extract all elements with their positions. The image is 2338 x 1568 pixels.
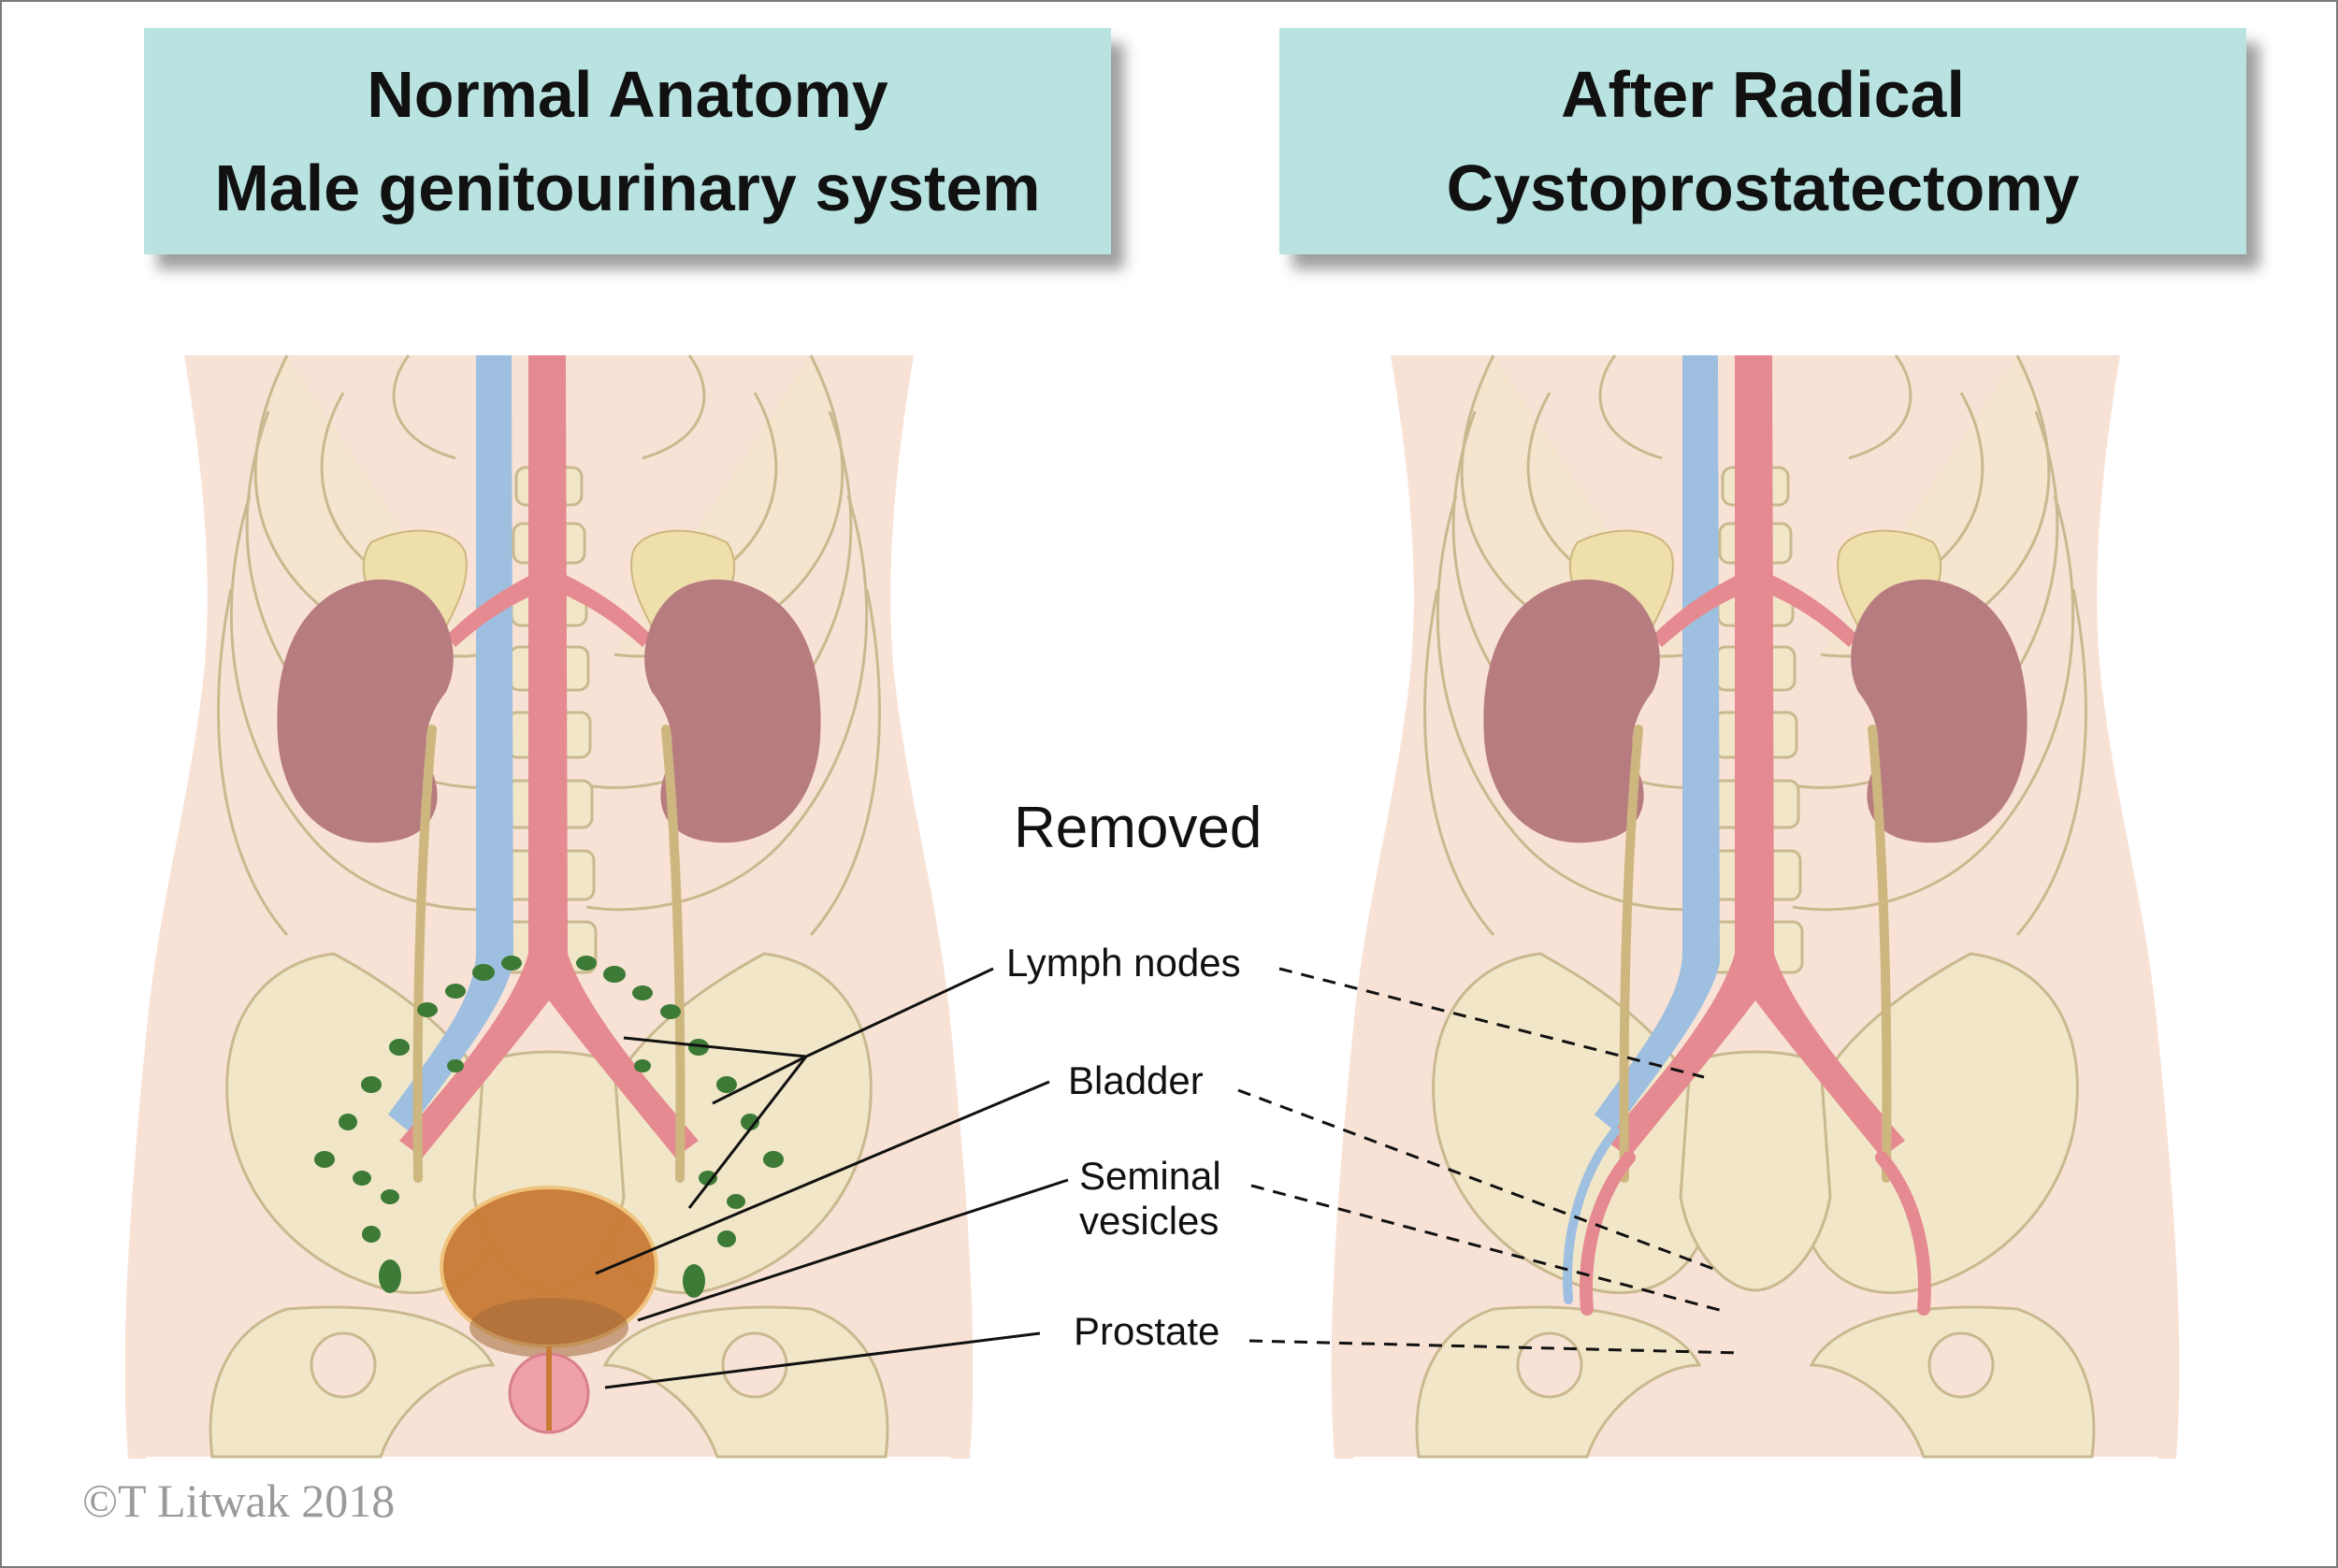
title-line: Male genitourinary system — [214, 151, 1041, 224]
title-box-after-cystoprostatectomy: After Radical Cystoprostatectomy — [1279, 28, 2246, 254]
lymph-nodes-cluster — [314, 956, 784, 1298]
callout-label-lymph-nodes: Lymph nodes — [1006, 941, 1241, 985]
dashed-callout-lines — [1237, 967, 1742, 1355]
title-line: Cystoprostatectomy — [1446, 151, 2080, 224]
callout-label-seminal: Seminal — [1079, 1154, 1221, 1198]
callout-label-vesicles: vesicles — [1079, 1199, 1219, 1243]
title-line: After Radical — [1561, 58, 1965, 131]
callout-label-bladder: Bladder — [1068, 1058, 1204, 1102]
normal-anatomy-panel — [125, 355, 974, 1459]
post-surgery-panel — [1332, 355, 2180, 1459]
removed-heading: Removed — [1014, 796, 1262, 860]
copyright-notice: ©T Litwak 2018 — [82, 1474, 396, 1527]
title-line: Normal Anatomy — [367, 58, 888, 131]
callout-label-prostate: Prostate — [1074, 1309, 1220, 1353]
solid-callout-lines — [595, 967, 1069, 1389]
title-box-normal-anatomy: Normal Anatomy Male genitourinary system — [144, 28, 1111, 254]
